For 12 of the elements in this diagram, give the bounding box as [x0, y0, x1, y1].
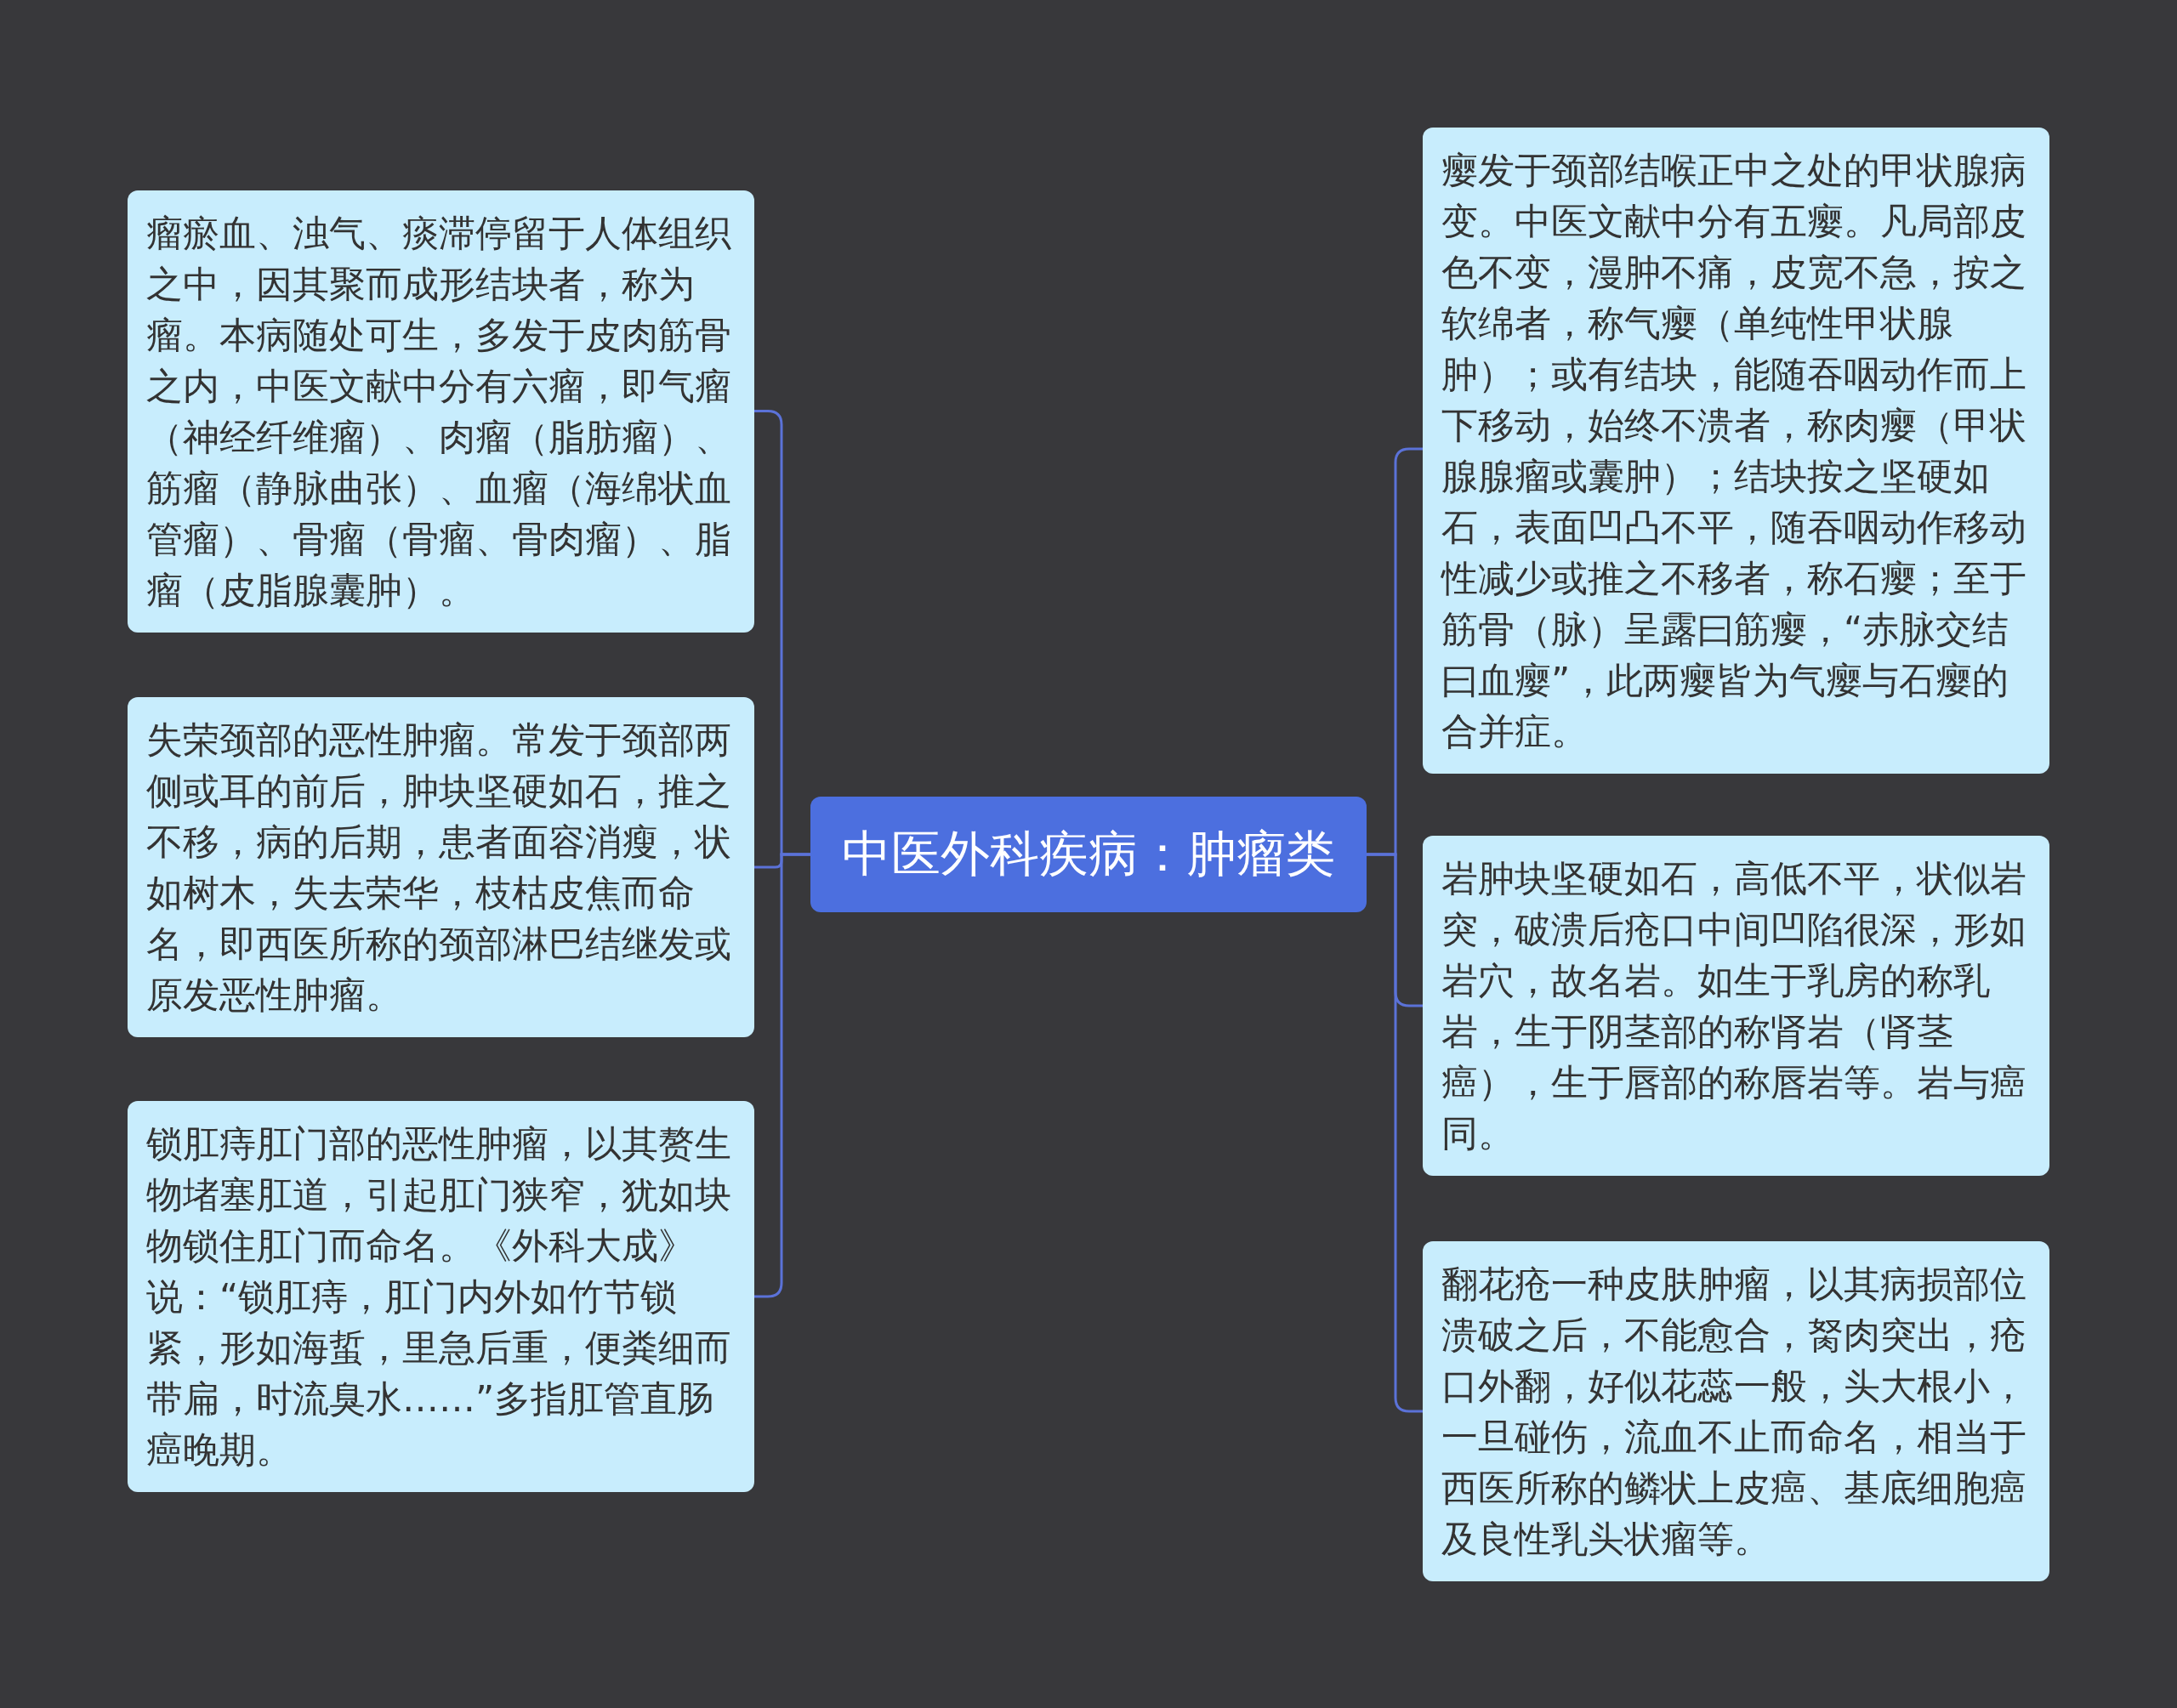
note-box	[128, 697, 754, 1037]
note-text: 瘿发于颈部结喉正中之处的甲状腺病变。中医文献中分有五瘿。凡局部皮色不变，漫肿不痛，皮宽不急，按之软绵者，称气瘿（单纯性甲状腺肿）；或有结块，能随吞咽动作而上下移动，始终不溃者，称肉瘿（甲状腺腺瘤或囊肿）；结块按之坚硬如石，表面凹凸不平，随吞咽动作移动性减少或推之不移者，称石瘿；至于筋骨（脉）呈露曰筋瘿，“赤脉交结曰血瘿”，此两瘿皆为气瘿与石瘿的合并症。	[1441, 148, 2027, 754]
note-text: 瘤瘀血、浊气、痰滞停留于人体组织之中，因其聚而成形结块者，称为瘤。本病随处可生，多发于皮肉筋骨之内，中医文献中分有六瘤，即气瘤（神经纤维瘤）、肉瘤（脂肪瘤）、筋瘤（静脉曲张）、血瘤（海绵状血管瘤）、骨瘤（骨瘤、骨肉瘤）、脂瘤（皮脂腺囊肿）。	[146, 211, 732, 613]
note-box	[128, 1101, 754, 1492]
note-text: 翻花疮一种皮肤肿瘤，以其病损部位溃破之后，不能愈合，胬肉突出，疮口外翻，好似花蕊一般，头大根小，一旦碰伤，流血不止而命名，相当于西医所称的鳞状上皮癌、基底细胞癌及良性乳头状瘤等。	[1441, 1262, 2027, 1562]
topic-title: 中医外科疾病：肿瘤类	[842, 825, 1335, 884]
topic-box	[810, 797, 1367, 912]
note-box	[1423, 836, 2049, 1176]
note-text: 失荣颈部的恶性肿瘤。常发于颈部两侧或耳的前后，肿块坚硬如石，推之不移，病的后期，患者面容消瘦，状如树木，失去荣华，枝枯皮焦而命名，即西医所称的颈部淋巴结继发或原发恶性肿瘤。	[146, 718, 732, 1018]
note-box	[1423, 1241, 2049, 1581]
note-text: 岩肿块坚硬如石，高低不平，状似岩突，破溃后疮口中间凹陷很深，形如岩穴，故名岩。如生于乳房的称乳岩，生于阴茎部的称肾岩（肾茎癌），生于唇部的称唇岩等。岩与癌同。	[1441, 856, 2027, 1156]
note-text: 锁肛痔肛门部的恶性肿瘤，以其赘生物堵塞肛道，引起肛门狭窄，犹如块物锁住肛门而命名。《外科大成》说：“锁肛痔，肛门内外如竹节锁紧，形如海蜇，里急后重，便粪细而带扁，时流臭水……”多指肛管直肠癌晚期。	[146, 1121, 732, 1473]
